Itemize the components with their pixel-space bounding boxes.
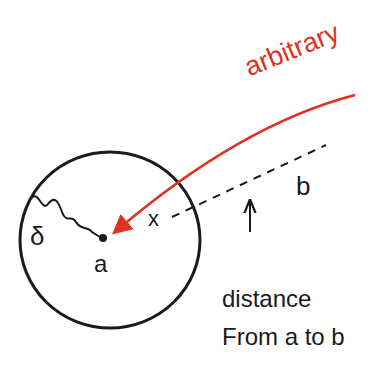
point-label: b [296,172,310,202]
note-label: distance From a to b [222,280,372,357]
symbol-label: δ [30,222,44,252]
boundary-circle [20,152,200,328]
red-arrow [115,95,355,232]
point-label: a [94,250,107,278]
pointer-arrow [249,202,251,232]
center-dot [99,234,107,242]
point-label: x [148,206,159,231]
callout-label: arbitrary [240,17,343,83]
